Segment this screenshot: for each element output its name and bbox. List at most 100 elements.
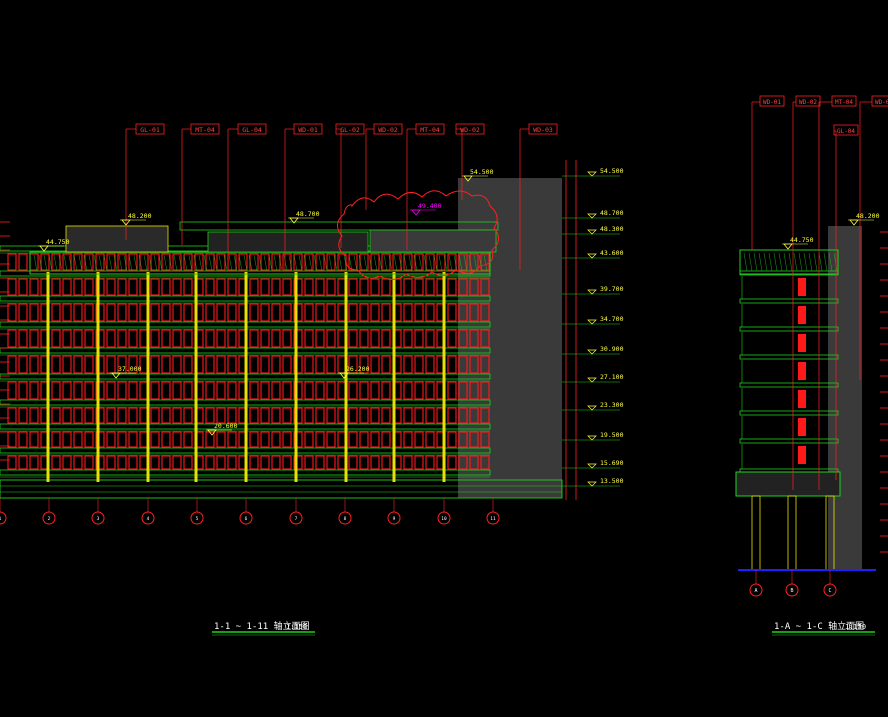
left-title: 1-1 ~ 1-11 轴立面图 (214, 620, 310, 632)
material-tag-label: WD-03 (533, 126, 553, 134)
glazing-panel (18, 431, 28, 448)
left-level-markers: 54.50048.70048.30043.60039.70034.70030.9… (562, 160, 624, 500)
glazing-panel (249, 253, 259, 271)
glazing-panel (447, 455, 457, 470)
level-marker (587, 377, 597, 383)
column-1 (46, 272, 50, 482)
material-tag-box (833, 124, 859, 136)
glazing-panel (458, 407, 468, 424)
glazing-panel (117, 455, 127, 470)
glazing-panel (128, 278, 138, 296)
level-value: 13.500 (600, 477, 624, 485)
glazing-panel (403, 278, 413, 296)
glazing-panel (370, 329, 380, 348)
glazing-panel (381, 253, 391, 271)
glazing-panel (282, 431, 292, 448)
glazing-panel (271, 253, 281, 271)
column-8 (392, 272, 396, 482)
glazing-panel (271, 355, 281, 374)
glazing-panel (161, 431, 171, 448)
glazing-panel (73, 253, 83, 271)
glazing-panel (403, 407, 413, 424)
axis-label: 8 (344, 516, 347, 522)
glazing-panel (7, 303, 17, 322)
glazing-panel (403, 355, 413, 374)
glazing-panel (315, 431, 325, 448)
level-value: 48.300 (600, 225, 624, 233)
spot-elevation-value: 20.600 (214, 422, 238, 430)
glazing-panel (29, 381, 39, 400)
glazing-panel (84, 381, 94, 400)
glazing-panel (315, 329, 325, 348)
glazing-panel (425, 381, 435, 400)
axis-bubble (42, 511, 56, 525)
glazing-panel (128, 381, 138, 400)
glazing-panel (381, 355, 391, 374)
glazing-panel (216, 455, 226, 470)
glazing-panel (249, 278, 259, 296)
glazing-panel (260, 329, 270, 348)
glazing-panel (150, 407, 160, 424)
glazing-panel (51, 278, 61, 296)
axis-label: 4 (147, 516, 150, 522)
glazing-panel (359, 455, 369, 470)
glazing-panel (95, 278, 105, 296)
glazing-panel (403, 431, 413, 448)
glazing-panel (29, 329, 39, 348)
glazing-panel (293, 303, 303, 322)
right-tower-wall (828, 226, 862, 570)
glazing-panel (447, 407, 457, 424)
glazing-panel (128, 431, 138, 448)
glazing-panel (51, 455, 61, 470)
glazing-panel (304, 455, 314, 470)
axis-bubble (749, 583, 763, 597)
spot-elevation-value: 49.400 (418, 202, 442, 210)
glazing-panel (348, 431, 358, 448)
glazing-panel (260, 431, 270, 448)
axis-label: 11 (490, 516, 496, 522)
glazing-panel (183, 278, 193, 296)
glazing-panel (29, 431, 39, 448)
glazing-panel (150, 431, 160, 448)
glazing-panel (315, 381, 325, 400)
glazing-panel (480, 303, 490, 322)
glazing-panel (293, 455, 303, 470)
glazing-panel (447, 381, 457, 400)
glazing-panel (62, 381, 72, 400)
right-glazing (798, 418, 806, 436)
spot-elevation-value: 54.500 (470, 168, 494, 176)
glazing-panel (425, 455, 435, 470)
glazing-panel (260, 381, 270, 400)
level-marker (587, 463, 597, 469)
glazing-panel (95, 407, 105, 424)
spot-marker (849, 219, 859, 226)
right-floor-band (739, 270, 839, 276)
glazing-panel (183, 355, 193, 374)
glazing-panel (469, 303, 479, 322)
axis-label: C (828, 588, 831, 594)
glazing-panel (304, 381, 314, 400)
glazing-panel (7, 381, 17, 400)
glazing-panel (216, 303, 226, 322)
glazing-panel (172, 303, 182, 322)
right-floor-band (739, 326, 839, 332)
glazing-panel (18, 355, 28, 374)
level-marker (587, 481, 597, 487)
glazing-panel (128, 455, 138, 470)
right-floor-band (739, 382, 839, 388)
glazing-panel (183, 303, 193, 322)
glazing-panel (62, 455, 72, 470)
glazing-panel (172, 431, 182, 448)
glazing-panel (205, 407, 215, 424)
glazing-panel (227, 381, 237, 400)
right-glazing (798, 390, 806, 408)
glazing-panel (150, 455, 160, 470)
glazing-panel (447, 329, 457, 348)
column-4 (194, 272, 198, 482)
glazing-panel (205, 455, 215, 470)
glazing-panel (458, 329, 468, 348)
glazing-panel (447, 355, 457, 374)
axis-label: 5 (196, 516, 199, 522)
